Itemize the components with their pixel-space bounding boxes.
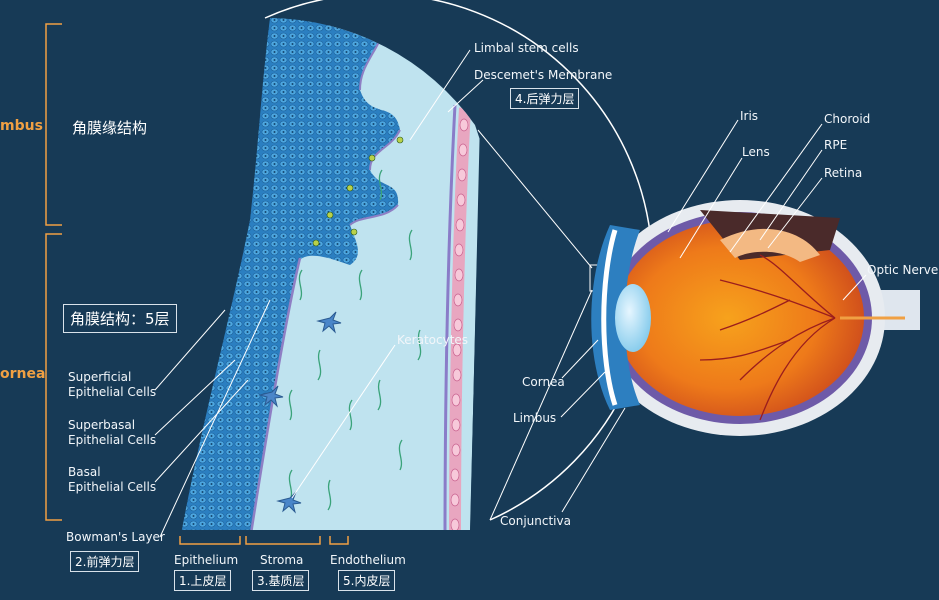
limbus-structure-heading: 角膜缘结构 — [72, 119, 148, 137]
layer-5-box: 5.内皮层 — [338, 570, 396, 591]
cornea-structure-heading: 角膜结构：5层 — [63, 304, 177, 333]
layer-4-box: 4.后弹力层 — [510, 88, 580, 109]
layer-1-box: 1.上皮层 — [174, 570, 232, 591]
limbus-label: Limbus — [513, 411, 557, 425]
conjunctiva-label: Conjunctiva — [500, 514, 571, 528]
iris-label: Iris — [740, 109, 759, 123]
stroma-label: Stroma — [260, 553, 304, 567]
limbus-bracket — [45, 23, 62, 521]
lens-label: Lens — [742, 145, 770, 159]
layer-3-box: 3.基质层 — [252, 570, 310, 591]
epithelium-label: Epithelium — [174, 553, 239, 567]
endothelium-label: Endothelium — [330, 553, 406, 567]
rpe-label: RPE — [824, 138, 848, 152]
eyeball — [591, 200, 920, 436]
bowmans-layer-label: Bowman's Layer — [66, 530, 165, 544]
magnifier-outline — [264, 0, 654, 521]
leader-lines — [154, 49, 867, 538]
limbus-side-label: mbus — [0, 118, 43, 134]
retina-label: Retina — [824, 166, 863, 180]
cornea-side-label: ornea — [0, 366, 46, 382]
layer-brackets — [179, 536, 349, 545]
descemets-membrane-label: Descemet's Membrane — [474, 68, 613, 82]
optic-nerve-label: Optic Nerve — [867, 263, 939, 277]
choroid-label: Choroid — [824, 112, 871, 126]
cornea-cross-section — [180, 18, 480, 530]
limbal-stem-cells-label: Limbal stem cells — [474, 41, 579, 55]
cornea-label: Cornea — [522, 375, 565, 389]
keratocytes-label: Keratocytes — [397, 333, 469, 347]
layer-2-box: 2.前弹力层 — [70, 551, 140, 572]
